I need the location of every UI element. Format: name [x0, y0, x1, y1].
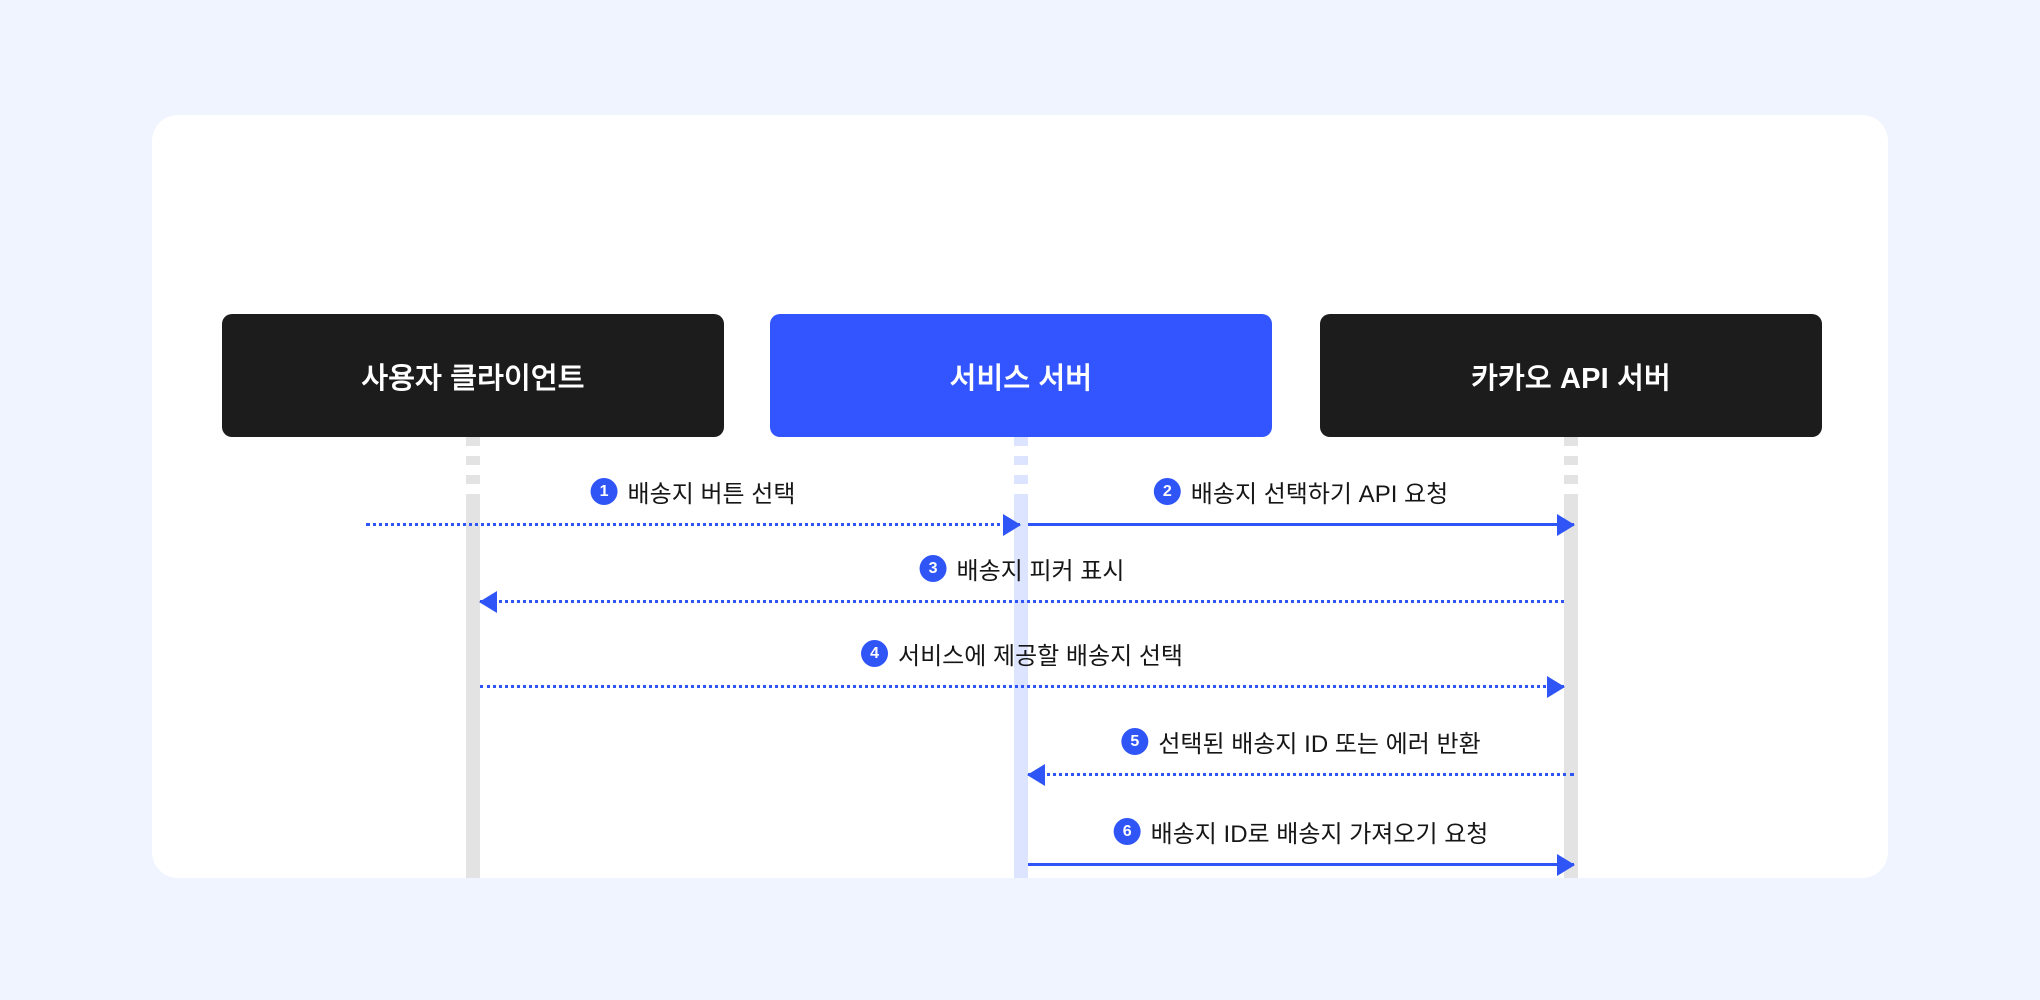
message-5-badge: 5: [1121, 728, 1149, 755]
message-6-arrowhead-icon: [1557, 854, 1575, 876]
lifeline-service: [1014, 437, 1028, 878]
message-1-arrowhead-icon: [1003, 514, 1021, 536]
message-3-caption: 3 배송지 피커 표시: [919, 551, 1125, 586]
participant-label-kakao: 카카오 API 서버: [1471, 362, 1671, 395]
message-3-label: 배송지 피커 표시: [956, 558, 1125, 585]
message-2-badge: 2: [1153, 478, 1181, 505]
message-6-line: [1028, 863, 1574, 866]
lifeline-dash-top-client: [466, 437, 480, 503]
participant-box-kakao[interactable]: 카카오 API 서버: [1320, 314, 1822, 437]
message-5-caption: 5 선택된 배송지 ID 또는 에러 반환: [1121, 724, 1481, 759]
participant-label-service: 서비스 서버: [949, 362, 1093, 395]
message-5-line: [1028, 773, 1574, 776]
message-3-badge: 3: [919, 555, 947, 582]
message-5-arrowhead-icon: [1027, 764, 1045, 786]
lifeline-dash-top-service: [1014, 437, 1028, 503]
message-1-badge: 1: [590, 478, 618, 505]
message-1-label: 배송지 버튼 선택: [627, 481, 796, 508]
message-4-badge: 4: [861, 640, 889, 667]
lifeline-client: [466, 437, 480, 878]
participant-label-client: 사용자 클라이언트: [361, 362, 585, 395]
message-2-label: 배송지 선택하기 API 요청: [1190, 481, 1449, 508]
diagram-card: 사용자 클라이언트 서비스 서버 카카오 API 서버: [152, 115, 1888, 878]
activation-bar-service: [1014, 503, 1028, 878]
message-6-badge: 6: [1113, 818, 1141, 845]
activation-bar-client: [466, 503, 480, 878]
message-4-label: 서비스에 제공할 배송지 선택: [898, 643, 1183, 670]
lifeline-kakao: [1564, 437, 1578, 878]
activation-bar-kakao: [1564, 503, 1578, 878]
message-4-line: [480, 685, 1564, 688]
participant-box-client[interactable]: 사용자 클라이언트: [222, 314, 724, 437]
message-6-caption: 6 배송지 ID로 배송지 가져오기 요청: [1113, 814, 1489, 849]
lifeline-dash-top-kakao: [1564, 437, 1578, 503]
message-6-label: 배송지 ID로 배송지 가져오기 요청: [1150, 821, 1489, 848]
message-1-line: [366, 523, 1020, 526]
message-1-caption: 1 배송지 버튼 선택: [590, 474, 796, 509]
message-2-caption: 2 배송지 선택하기 API 요청: [1153, 474, 1449, 509]
message-4-caption: 4 서비스에 제공할 배송지 선택: [861, 636, 1183, 671]
message-4-arrowhead-icon: [1547, 676, 1565, 698]
message-2-line: [1028, 523, 1574, 526]
participant-box-service[interactable]: 서비스 서버: [770, 314, 1272, 437]
message-5-label: 선택된 배송지 ID 또는 에러 반환: [1158, 731, 1481, 758]
message-3-arrowhead-icon: [479, 591, 497, 613]
message-3-line: [480, 600, 1564, 603]
message-2-arrowhead-icon: [1557, 514, 1575, 536]
